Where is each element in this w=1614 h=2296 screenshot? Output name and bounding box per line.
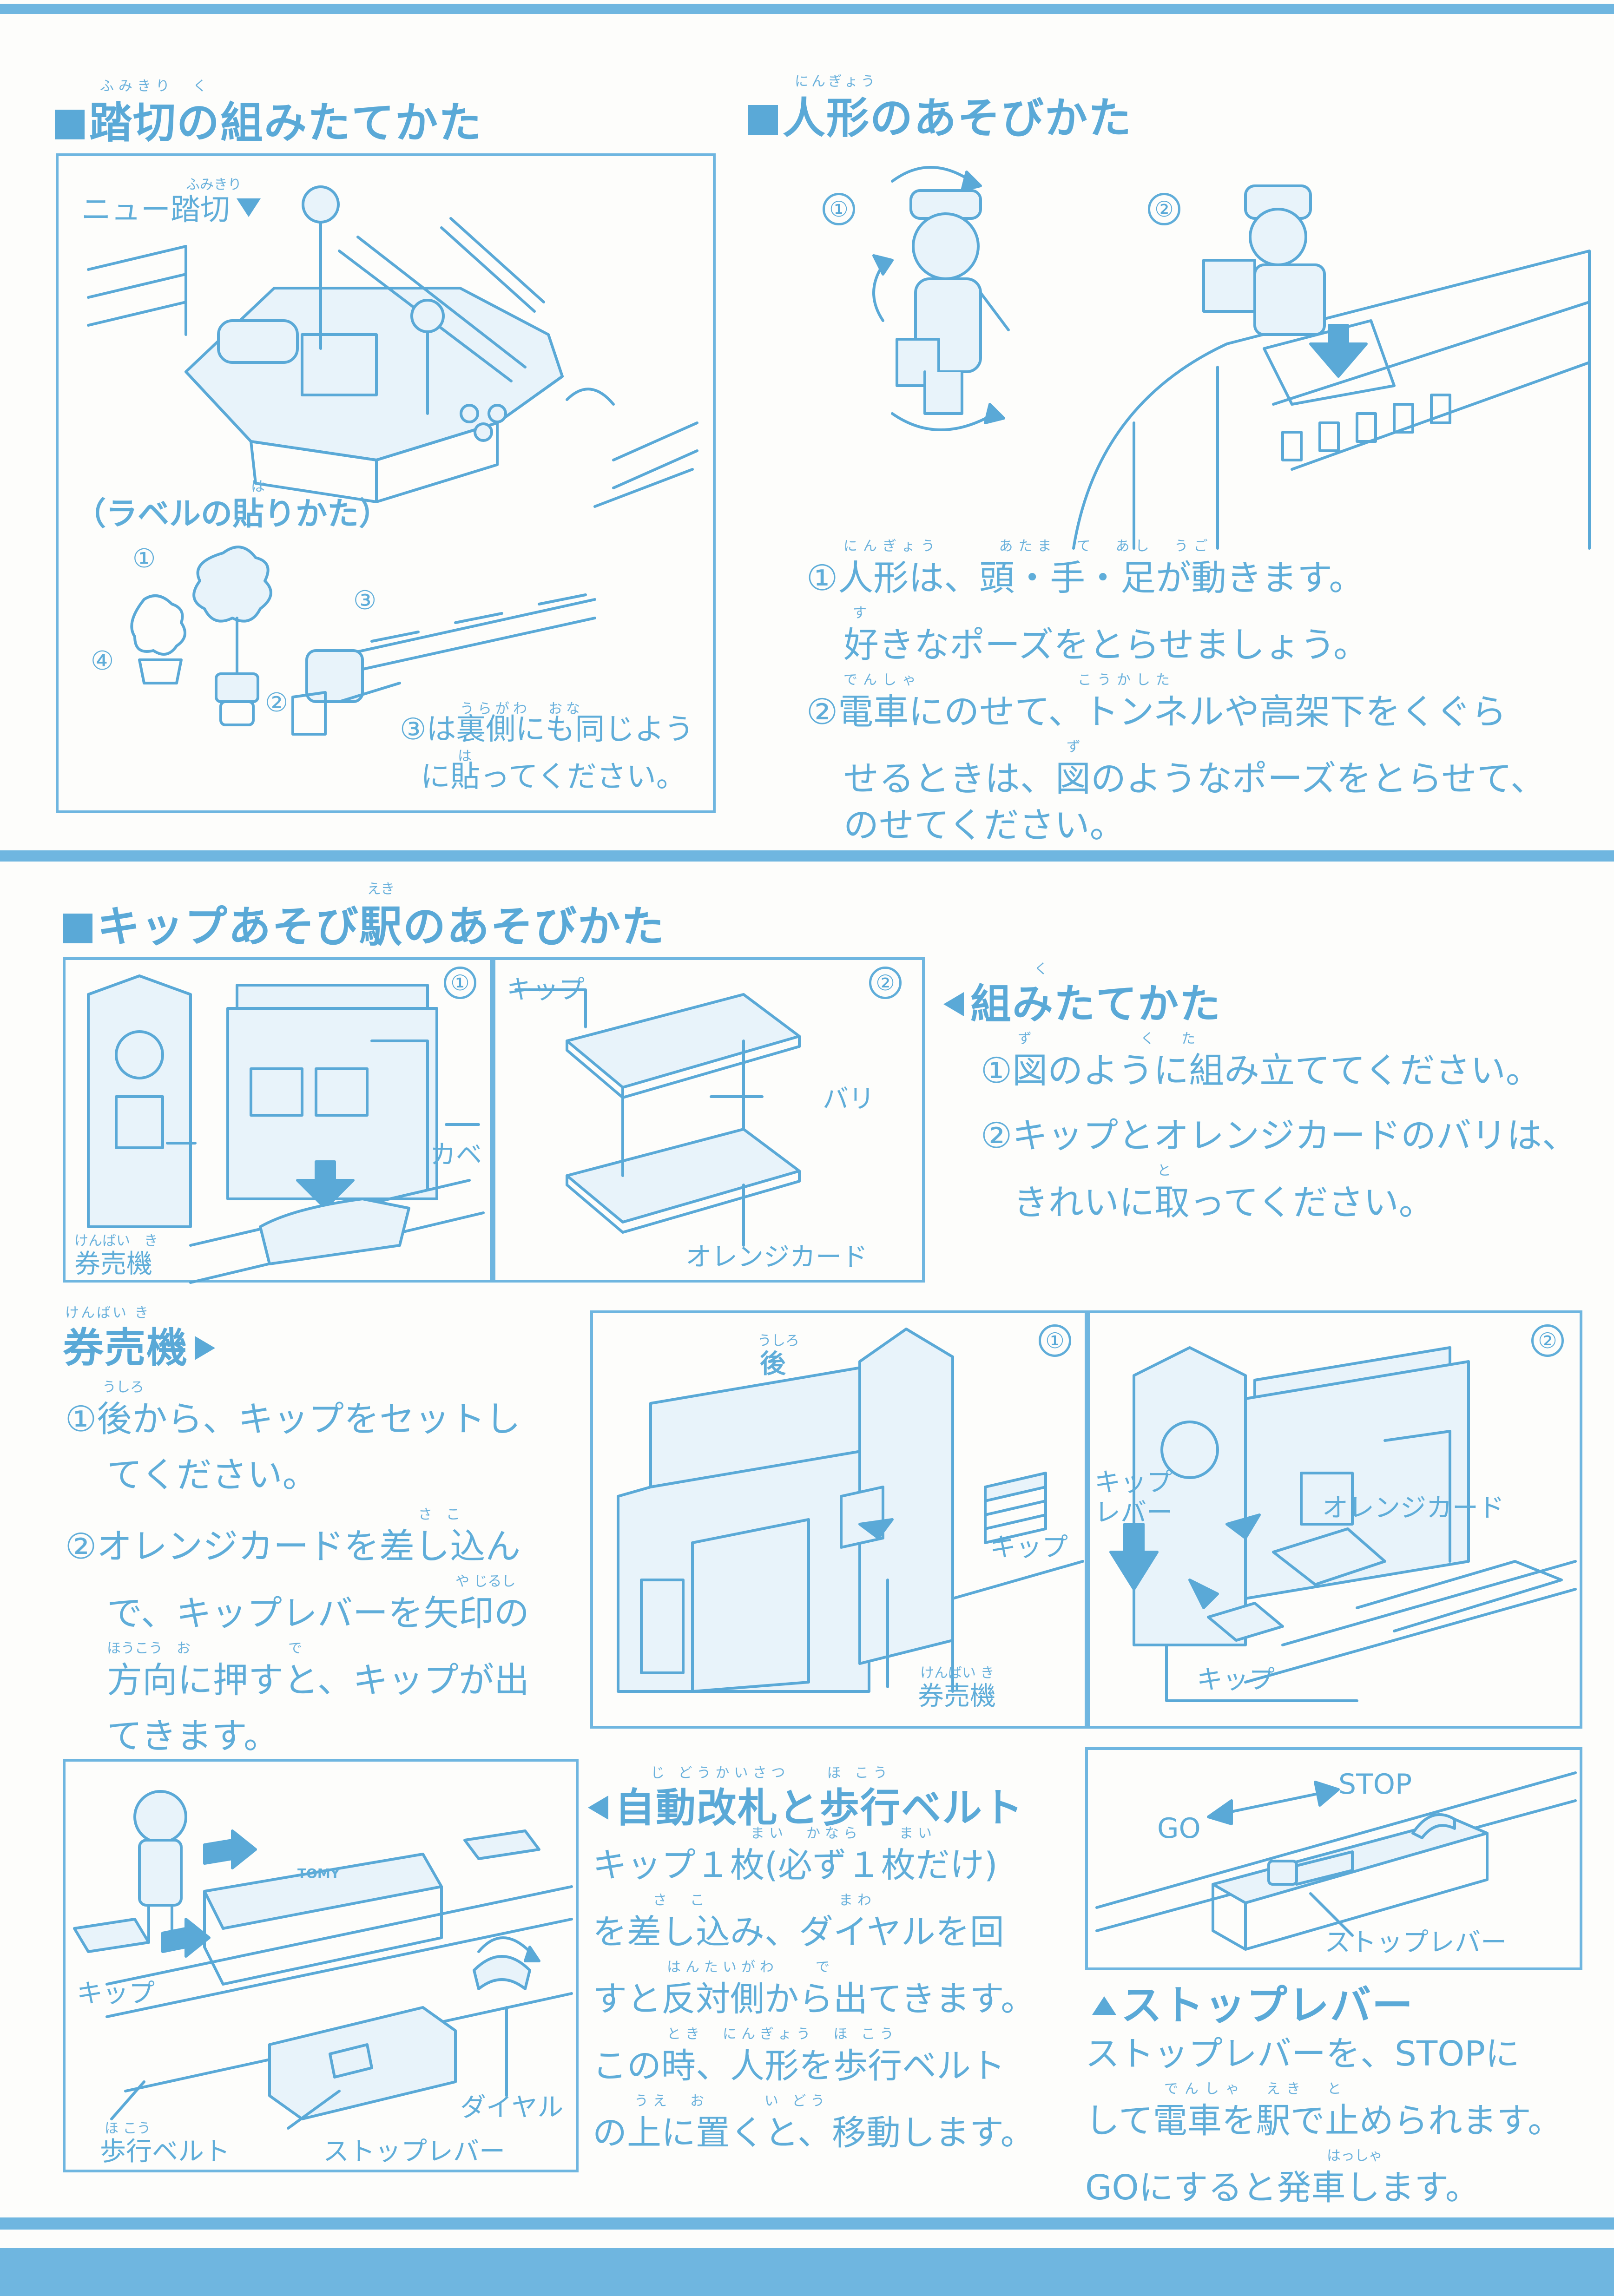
ticket-machine-panel-2 — [1087, 1310, 1582, 1729]
tm-lever-label-2: レバー — [1094, 1498, 1173, 1528]
station-panel-1-num: ① — [444, 967, 476, 999]
tm-ticket-label-2: キップ — [1197, 1665, 1275, 1695]
crossing-illustration — [87, 185, 698, 508]
top-band — [0, 4, 1614, 14]
gate-panel — [63, 1759, 579, 2172]
note1-ruby: うらがわ おな — [460, 701, 584, 717]
gate-title: 自動改札と歩行ベルト — [588, 1775, 1024, 1833]
wall-label: カベ — [430, 1140, 482, 1170]
bottom-band — [0, 2248, 1614, 2296]
note1: ③は裏側にも同じよう — [400, 712, 694, 747]
railroad-title: 踏切の組みたてかた — [55, 88, 482, 150]
ticket-machine-back-illustration — [617, 1328, 1084, 1693]
label-num-1: ① — [132, 544, 156, 574]
tm-back-label: 後 — [760, 1349, 786, 1379]
tm-card-label: オレンジカード — [1322, 1493, 1504, 1523]
gate-ticket-label: キップ — [77, 1979, 155, 2009]
station-assembly-illustration — [87, 974, 485, 1284]
stop-label: STOP — [1338, 1768, 1412, 1801]
figure-title: 人形のあそびかた — [748, 84, 1132, 145]
ticket-machine-title-ruby: けんばい き — [65, 1305, 151, 1321]
label-num-3: ③ — [353, 586, 377, 616]
gate-text: まい かなら まい キップ１枚(必ず１枚だけ) さ こ まわ を差し込み、ダイヤ… — [593, 1825, 1035, 2153]
ticket-machine-front-illustration — [1109, 1346, 1577, 1702]
tm-lever-label-1: キップ — [1094, 1467, 1173, 1498]
machine-label-ruby: けんばい き — [74, 1233, 158, 1249]
gate-belt-label: 歩行ベルト — [100, 2137, 230, 2167]
ticket-machine-text: うしろ ①後から、キップをセットし てください。 さ こ ②オレンジカードを差し… — [65, 1379, 529, 1757]
section-square-icon — [63, 914, 92, 943]
label-title-ruby: は — [251, 479, 265, 495]
assembly-title-ruby: く — [1034, 961, 1048, 977]
gate-illustration — [73, 1790, 573, 2130]
figure-poses-illustration — [872, 166, 1591, 550]
figure-num-2: ② — [1148, 193, 1180, 225]
tm-machine-label: 券売機 — [918, 1681, 996, 1711]
tm-machine-label-ruby: けんばい き — [920, 1665, 995, 1681]
figure-num-1: ① — [823, 193, 855, 225]
figure-text: にんぎょう あたま て あし うご ①人形は、頭・手・足が動きます。 す 好きな… — [806, 538, 1546, 846]
station-panel-1 — [63, 957, 493, 1283]
stop-lever-illustration — [1095, 1771, 1577, 1951]
tm-panel-2-num: ② — [1531, 1324, 1564, 1357]
burr-label: バリ — [823, 1084, 875, 1114]
tm-ticket-label: キップ — [990, 1533, 1068, 1563]
assembly-title: 組みたてかた — [943, 971, 1221, 1030]
assembly-text: ず く た ①図のように組み立ててください。 ②キップとオレンジカードのバリは、… — [981, 1031, 1578, 1223]
tm-panel-1-num: ① — [1039, 1324, 1071, 1357]
gate-dial-label: ダイヤル — [460, 2092, 564, 2123]
station-panel-2-num: ② — [869, 967, 902, 999]
figure-title-ruby: にんぎょう — [795, 73, 878, 90]
arrow-up-icon — [1092, 1996, 1116, 2015]
arrow-left-icon — [588, 1796, 608, 1820]
railroad-panel — [56, 153, 716, 813]
section-square-icon — [748, 105, 778, 135]
go-label: GO — [1157, 1812, 1201, 1845]
new-crossing-label: ニュー踏切 — [81, 186, 261, 229]
section-square-icon — [55, 110, 85, 139]
ticket-label: キップ — [507, 975, 585, 1005]
ticket-machine-title: 券売機 — [63, 1315, 216, 1374]
arrow-right-icon — [195, 1336, 216, 1360]
lower-band — [0, 2217, 1614, 2230]
note2-ruby: は — [458, 748, 472, 764]
station-title: キップあそび駅のあそびかた — [63, 892, 665, 954]
middle-band — [0, 850, 1614, 862]
label-num-4: ④ — [91, 646, 114, 676]
machine-label: 券売機 — [74, 1249, 152, 1279]
arrow-left-icon — [943, 992, 964, 1016]
arrow-down-icon — [237, 198, 261, 217]
new-crossing-ruby: ふみきり — [186, 177, 242, 193]
label-num-2: ② — [265, 688, 289, 718]
gate-tomy-label: TOMY — [297, 1866, 340, 1881]
gate-stop-lever-label: ストップレバー — [323, 2137, 505, 2167]
stop-title: ストップレバー — [1092, 1973, 1414, 2032]
station-panel-2 — [493, 957, 925, 1283]
ticket-machine-panel-1 — [590, 1310, 1087, 1729]
station-title-ruby: えき — [367, 881, 395, 897]
label-sticker-illustration — [130, 546, 596, 736]
label-title: （ラベルの貼りかた） — [74, 496, 391, 533]
stop-panel — [1085, 1747, 1582, 1970]
note2: に貼ってください。 — [421, 760, 686, 794]
gate-belt-label-ruby: ほ こう — [105, 2120, 151, 2137]
ticket-card-illustration — [514, 988, 801, 1247]
railroad-title-ruby: ふみきり く — [100, 78, 211, 94]
stop-text: ストップレバーを、STOPに でんしゃ えき と して電車を駅で止められます。 … — [1085, 2034, 1562, 2208]
gate-title-ruby: じ どうかいさつ ほ こう — [651, 1765, 892, 1781]
tm-back-label-ruby: うしろ — [758, 1333, 799, 1349]
stop-lever-label: ストップレバー — [1324, 1928, 1507, 1958]
card-label: オレンジカード — [685, 1242, 868, 1272]
